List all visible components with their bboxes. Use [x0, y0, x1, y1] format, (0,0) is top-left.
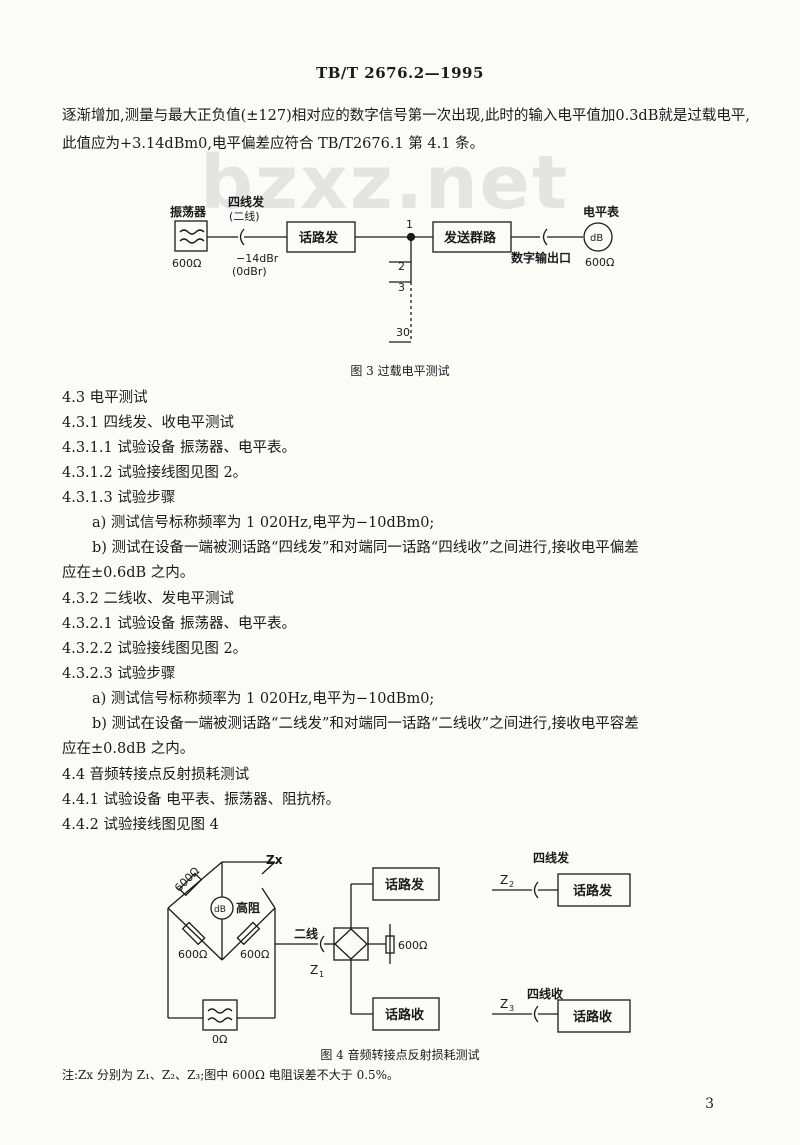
figure-3-caption: 图 3 过载电平测试	[350, 364, 450, 378]
level-meter-icon	[583, 222, 613, 252]
figure-3-diagram: 振荡器 600Ω 四线发 (二线) −14dBr (0dBr) 话路发 1 发送…	[170, 194, 620, 343]
fig4-jack-z2-icon	[533, 881, 539, 899]
fig4-z1: Z	[310, 963, 318, 977]
fig4-channel-recv-box	[372, 997, 440, 1031]
fig4-osc-impedance: 0Ω	[212, 1033, 227, 1043]
section-4-3-2-3: 4.3.2.3 试验步骤	[62, 666, 176, 682]
step-4-3-1-3-a: a) 测试信号标称频率为 1 020Hz,电平为−10dBm0;	[92, 515, 435, 531]
section-4-3-2-2: 4.3.2.2 试验接线图见图 2。	[62, 641, 248, 657]
fig4-four-wire-recv: 四线收	[527, 986, 563, 1001]
fig4-r-right: 600Ω	[240, 948, 269, 961]
section-4-3-1-2: 4.3.1.2 试验接线图见图 2。	[62, 465, 248, 481]
fig3-oscillator-label: 振荡器	[170, 204, 207, 219]
step-4-3-2-3-b-cont: 应在±0.8dB 之内。	[62, 741, 195, 757]
fig4-channel-send-box	[372, 867, 440, 901]
page-number: 3	[705, 1096, 714, 1112]
hybrid-box	[333, 927, 369, 961]
fig4-z2-sub: 2	[509, 880, 514, 889]
fig3-channel-send: 话路发	[299, 230, 339, 246]
section-4-3-1-1: 4.3.1.1 试验设备 振荡器、电平表。	[62, 440, 296, 456]
fig4-channel-recv2-box	[557, 999, 631, 1033]
fig3-meter-impedance: 600Ω	[585, 256, 614, 269]
fig3-level-1: −14dBr	[236, 252, 279, 265]
fig4-channel-send: 话路发	[385, 877, 425, 893]
figure-4-caption: 图 4 音频转接点反射损耗测试	[320, 1048, 480, 1062]
fig3-ch2: 2	[398, 260, 405, 273]
figure-4-diagram: 600Ω Zx dB 高阻 600Ω 600Ω 0Ω 二线 Z 1 600Ω 话…	[167, 850, 631, 1043]
fig4-channel-recv2: 话路收	[573, 1009, 613, 1025]
step-4-3-2-3-b: b) 测试在设备一端被测话路“二线发”和对端同一话路“二线收”之间进行,接收电平…	[92, 716, 639, 732]
page-header: TB/T 2676.2—1995	[316, 64, 484, 82]
fig4-jack-z1-icon	[319, 935, 325, 953]
fig4-channel-send2: 话路发	[573, 883, 613, 899]
fig3-node-1-label: 1	[406, 218, 413, 231]
fig4-channel-send2-box	[557, 873, 631, 907]
fig4-zx: Zx	[266, 853, 283, 867]
oscillator-box	[174, 220, 208, 252]
section-4-3-2: 4.3.2 二线收、发电平测试	[62, 591, 235, 607]
section-4-4: 4.4 音频转接点反射损耗测试	[62, 767, 250, 783]
output-jack-icon	[542, 228, 548, 246]
resistor-right	[236, 921, 261, 946]
fig4-oscillator-box	[202, 999, 238, 1031]
fig4-jack-z3-icon	[533, 1005, 539, 1023]
watermark: bzxz.net	[200, 140, 570, 226]
oscillator-wave-icon	[179, 229, 205, 235]
section-4-4-1: 4.4.1 试验设备 电平表、振荡器、阻抗桥。	[62, 792, 341, 808]
fig3-four-wire-send: 四线发	[228, 194, 265, 209]
section-4-4-2: 4.4.2 试验接线图见图 4	[62, 817, 219, 833]
fig3-two-wire: (二线)	[229, 209, 260, 223]
fig4-r-left: 600Ω	[178, 948, 207, 961]
fig4-meter-symbol: dB	[214, 905, 226, 915]
section-4-3-1: 4.3.1 四线发、收电平测试	[62, 415, 235, 431]
section-4-3-1-3: 4.3.1.3 试验步骤	[62, 490, 176, 506]
step-4-3-1-3-b: b) 测试在设备一端被测话路“四线发”和对端同一话路“四线收”之间进行,接收电平…	[92, 540, 639, 556]
fig4-z1-sub: 1	[319, 970, 324, 979]
resistor-top	[178, 872, 203, 897]
fig3-meter-symbol: dB	[590, 233, 603, 244]
intro-paragraph: 逐渐增加,测量与最大正负值(±127)相对应的数字信号第一次出现,此时的输入电平…	[62, 108, 750, 152]
fig4-oscillator-wave-icon	[207, 1008, 233, 1014]
resistor-left	[181, 921, 206, 946]
fig4-two-wire: 二线	[294, 926, 318, 941]
fig3-meter-label: 电平表	[583, 204, 620, 219]
jack-icon	[239, 228, 245, 246]
section-4-3: 4.3 电平测试	[62, 390, 148, 406]
fig4-channel-recv: 话路收	[385, 1007, 425, 1023]
fig4-z3: Z	[500, 997, 508, 1011]
fig4-r-hybrid: 600Ω	[398, 939, 427, 952]
figure-note: 注:Zx 分别为 Z₁、Z₂、Z₃;图中 600Ω 电阻误差不大于 0.5%。	[62, 1068, 400, 1082]
fig3-ch3: 3	[398, 281, 405, 294]
fig4-r-top: 600Ω	[172, 865, 202, 895]
step-4-3-2-3-a: a) 测试信号标称频率为 1 020Hz,电平为−10dBm0;	[92, 691, 435, 707]
fig4-z3-sub: 3	[509, 1004, 514, 1013]
fig3-send-group: 发送群路	[443, 230, 497, 246]
fig3-ch30: 30	[396, 326, 410, 339]
fig3-digital-output: 数字输出口	[511, 250, 571, 265]
step-4-3-1-3-b-cont: 应在±0.6dB 之内。	[62, 565, 195, 581]
fig3-osc-impedance: 600Ω	[172, 257, 201, 270]
fig3-level-2: (0dBr)	[232, 265, 267, 278]
fig4-high-z: 高阻	[236, 900, 260, 915]
section-4-3-2-1: 4.3.2.1 试验设备 振荡器、电平表。	[62, 616, 296, 632]
fig4-z2: Z	[500, 873, 508, 887]
fig4-four-wire-send: 四线发	[533, 850, 570, 865]
